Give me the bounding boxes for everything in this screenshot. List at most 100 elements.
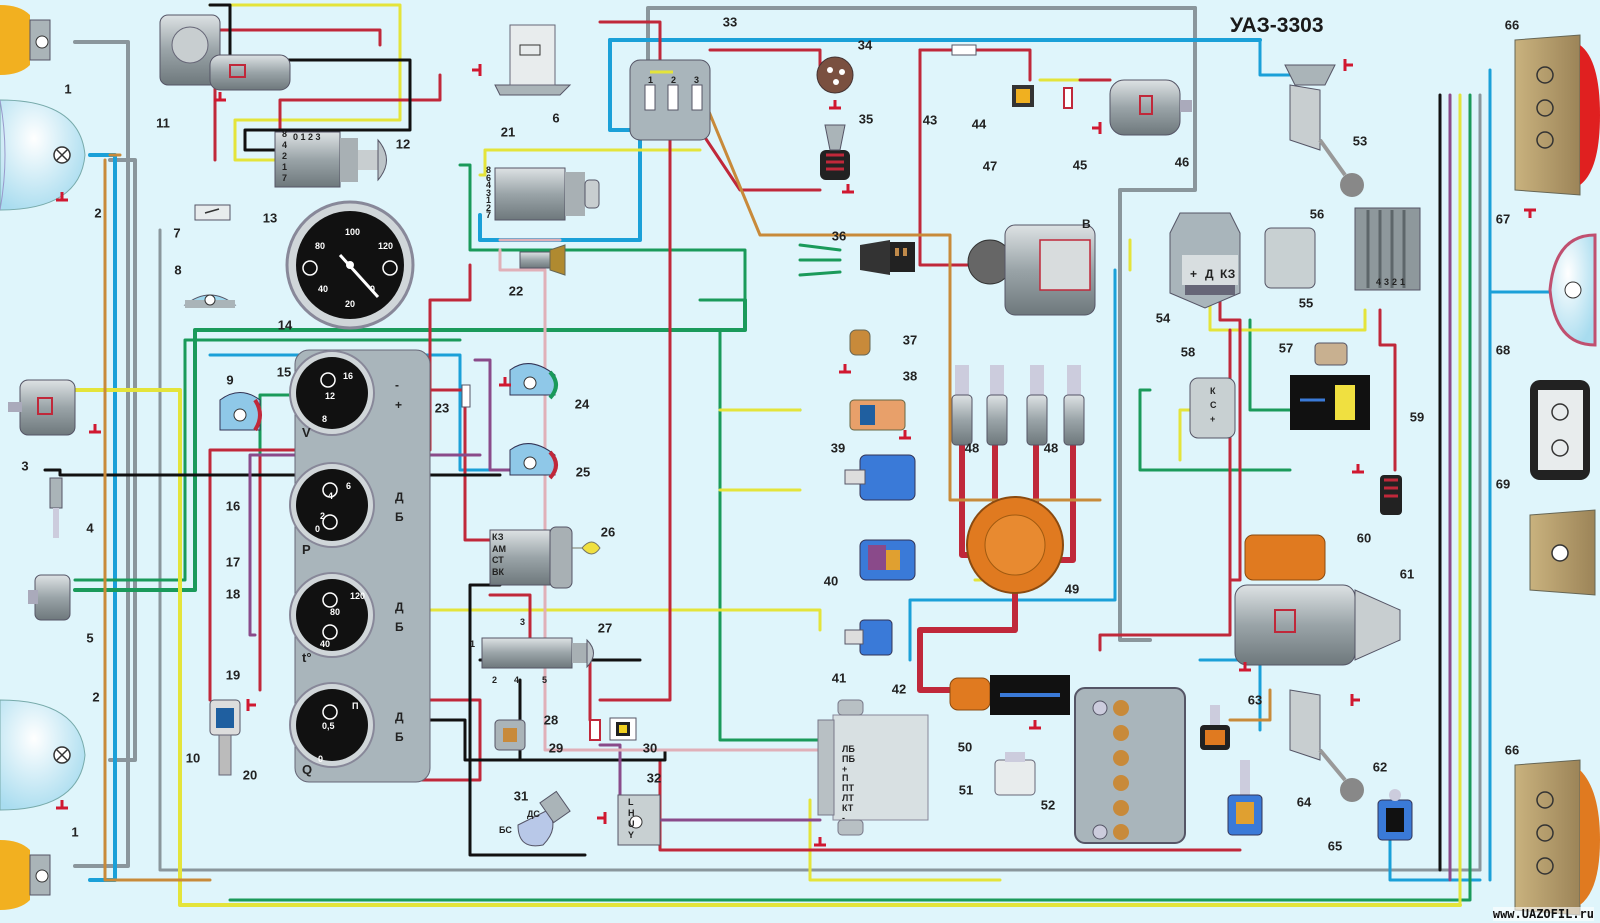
gauge-terminal-label: Д [395,490,404,504]
fuel-level-sensor [1284,57,1364,197]
component-label: 45 [1072,157,1088,173]
pin-label: 3 [520,617,526,627]
cigarette-lighter [519,244,566,276]
component-label: 66 [1504,742,1520,758]
component-label: 48 [1043,440,1059,456]
gauge-scale-label: 4 [328,491,334,501]
gauge-scale-label: 0,5 [322,721,335,731]
component-label: 21 [500,124,516,140]
starter [1234,534,1401,672]
component-label: 26 [600,524,616,540]
wire-hv [959,442,1076,563]
pin-label: 3 [694,75,700,85]
gauge-scale-label: 100 [345,227,361,237]
relay-module [1189,377,1236,439]
wire-red [658,758,1242,852]
component-label: 50 [957,739,973,755]
underhood-lamp [183,294,237,308]
sensor-41 [844,619,893,656]
wire-blue [88,153,117,882]
switch-positions-label: 0 1 2 3 [293,132,321,142]
wire-pink [498,238,822,752]
washer-pump [994,752,1036,796]
fuse [461,384,471,408]
pin-label: 2 [671,75,677,85]
pin-label: - [842,812,845,823]
pin-label: Д [1205,267,1214,281]
temperature-letter: t° [302,650,312,665]
pin-label: 1 [1400,277,1406,287]
component-label: 2 [92,689,100,705]
mass-switch [1200,705,1230,750]
component-label: 54 [1155,310,1171,326]
component-label: 61 [1399,566,1415,582]
component-label: 34 [857,37,873,53]
wire-yellow [718,408,802,492]
ignition-switch [489,526,601,589]
component-label: 14 [277,317,293,333]
emergency-oil-pressure-sensor [837,329,871,374]
component-label: 25 [575,464,591,480]
component-label: 63 [1247,692,1263,708]
component-label: 10 [185,750,201,766]
wire-harness [43,3,1562,907]
oil-pressure-letter: P [302,542,311,557]
component-label: 31 [513,788,529,804]
gauge-scale-label: 0 [315,524,321,534]
wire-red [698,128,822,192]
component-label: 65 [1327,838,1343,854]
license-plate-lamp [1530,380,1590,480]
wiper-motor [159,14,291,102]
gauge-terminal-label: Д [395,710,404,724]
electronic-module [1264,227,1316,289]
gauge-scale-label: 120 [350,591,366,601]
reverse-lamp [1529,509,1596,596]
pin-label: 8 [486,165,492,175]
wire-green [798,243,842,277]
component-label: 12 [395,136,411,152]
overheat-sensor [859,539,916,581]
pin-label: 3 [486,187,492,198]
pin-label: 7 [282,173,288,183]
component-label: 56 [1309,206,1325,222]
pin-label: АМ [492,543,506,554]
pin-label: 2 [282,151,288,161]
component-label: 13 [262,210,278,226]
component-label: 58 [1180,344,1196,360]
horn-relay [820,124,856,194]
voltage-regulator [1169,212,1241,309]
sound-signal [8,379,103,436]
pin-label: ПТ [842,783,854,794]
wire-gray [73,40,130,868]
wire-gray [1118,6,1197,642]
pin-label: 4 [282,140,288,150]
pin-label: + [1190,267,1198,281]
headlight-top [0,99,86,211]
component-label: 15 [276,364,292,380]
wire-orange [1228,688,1272,722]
component-label: 55 [1298,295,1314,311]
gauge-scale-label: 40 [320,639,331,649]
pin-label: 5 [542,675,548,685]
wire-yellow [808,798,1002,882]
instrument-light-switch [494,719,526,751]
coolant-temperature-sensor [844,454,916,501]
component-label: 30 [642,740,658,756]
spark-plugs [951,365,1085,446]
wire-red [598,128,672,702]
component-label: 47 [982,158,998,174]
wire-red [408,698,482,782]
component-label: 27 [597,620,613,636]
component-label: 37 [902,332,918,348]
starter-relay [1290,375,1370,430]
voltmeter-letter: V [302,425,311,440]
pin-label: ВК [492,566,504,577]
component-label: 9 [226,372,234,388]
oil-pressure-sensor [849,399,913,440]
heater-motor [1090,79,1192,136]
pin-label: 1 [648,75,654,85]
pin-label: ДС [527,809,540,819]
wire-gray [158,228,1482,872]
pin-label: В [1082,217,1091,231]
